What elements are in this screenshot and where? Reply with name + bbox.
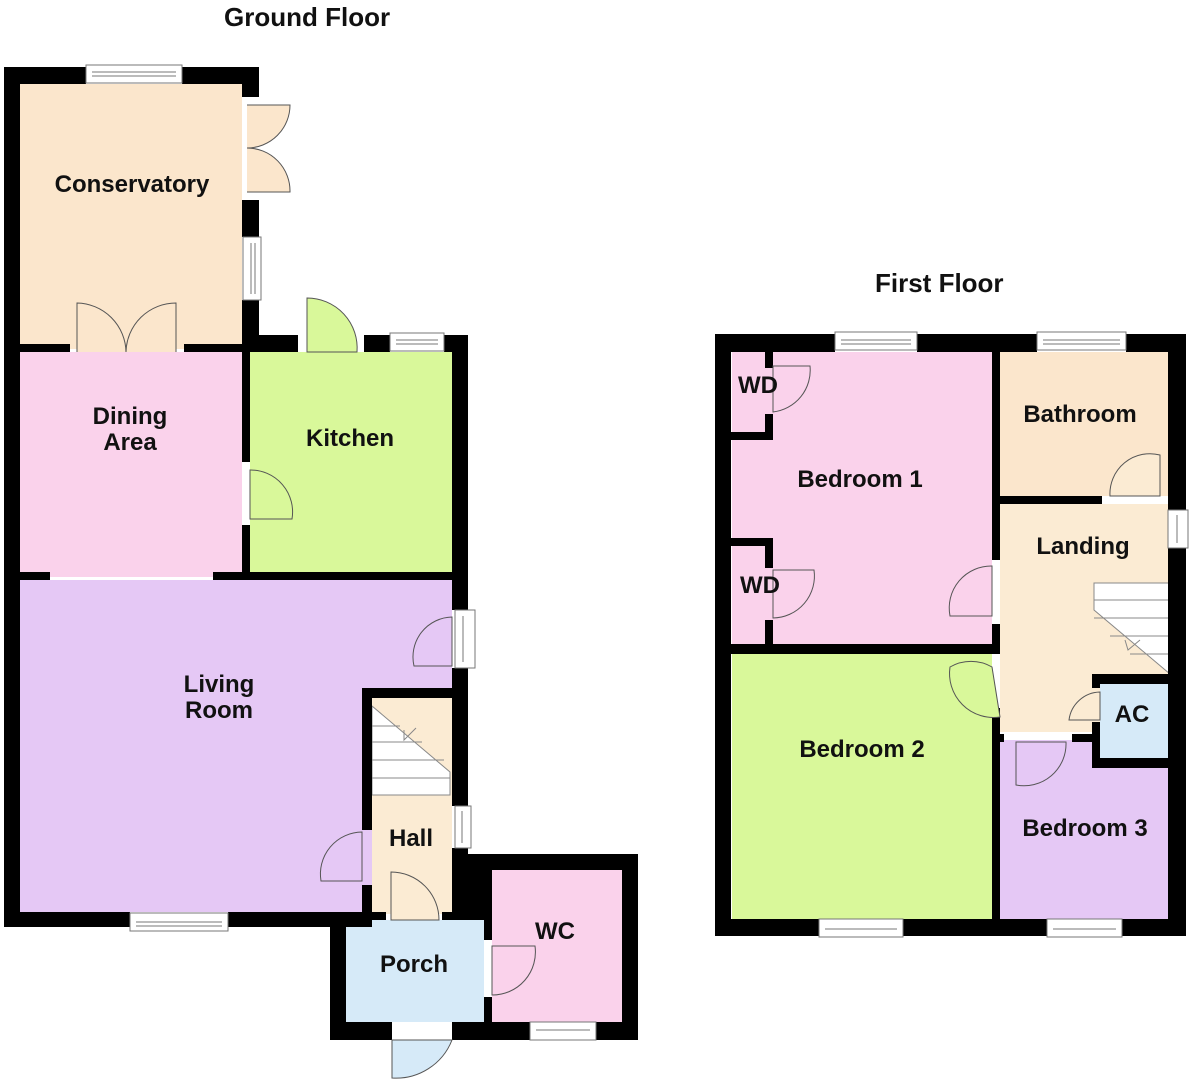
room-label-porch: Porch bbox=[379, 951, 449, 978]
room-label-bedroom-1: Bedroom 1 bbox=[797, 466, 923, 493]
room-label-living-room: Living Room bbox=[184, 672, 255, 724]
room-label-airing-cupboard: AC bbox=[1114, 701, 1150, 728]
first-floor-plan bbox=[715, 331, 1189, 938]
ground-floor-plan bbox=[4, 64, 638, 1079]
living-room-lower bbox=[20, 690, 362, 912]
room-label-conservatory: Conservatory bbox=[54, 171, 210, 198]
ground-floor-title: Ground Floor bbox=[224, 2, 391, 32]
ground-doors bbox=[76, 104, 536, 1079]
first-walls bbox=[715, 334, 1186, 936]
room-label-bathroom: Bathroom bbox=[1023, 401, 1137, 428]
room-label-dining-area: Dining Area bbox=[93, 404, 168, 456]
room-label-bedroom-3: Bedroom 3 bbox=[1022, 815, 1148, 842]
ground-windows bbox=[85, 64, 597, 1041]
porch-area bbox=[346, 920, 484, 1022]
room-label-wardrobe-top: WD bbox=[738, 372, 778, 399]
dining-label-line1: Dining bbox=[92, 403, 168, 430]
living-label-line1: Living bbox=[183, 671, 255, 698]
room-label-wc: WC bbox=[535, 918, 575, 945]
conservatory-area bbox=[20, 84, 242, 349]
ground-walls bbox=[4, 67, 638, 1040]
bedroom2-area bbox=[732, 653, 992, 919]
room-label-hall: Hall bbox=[388, 825, 434, 852]
dining-label-line2: Area bbox=[103, 429, 157, 456]
room-label-bedroom-2: Bedroom 2 bbox=[799, 736, 925, 763]
kitchen-area bbox=[250, 352, 452, 572]
dining-area bbox=[20, 352, 242, 577]
living-label-line2: Room bbox=[184, 697, 253, 724]
room-label-landing: Landing bbox=[1036, 533, 1130, 560]
first-floor-title: First Floor bbox=[875, 268, 1004, 298]
ac-area bbox=[1100, 684, 1168, 758]
first-windows bbox=[818, 331, 1189, 938]
room-label-kitchen: Kitchen bbox=[305, 425, 395, 452]
first-doors bbox=[772, 365, 1161, 787]
room-label-wardrobe-bottom: WD bbox=[740, 572, 780, 599]
